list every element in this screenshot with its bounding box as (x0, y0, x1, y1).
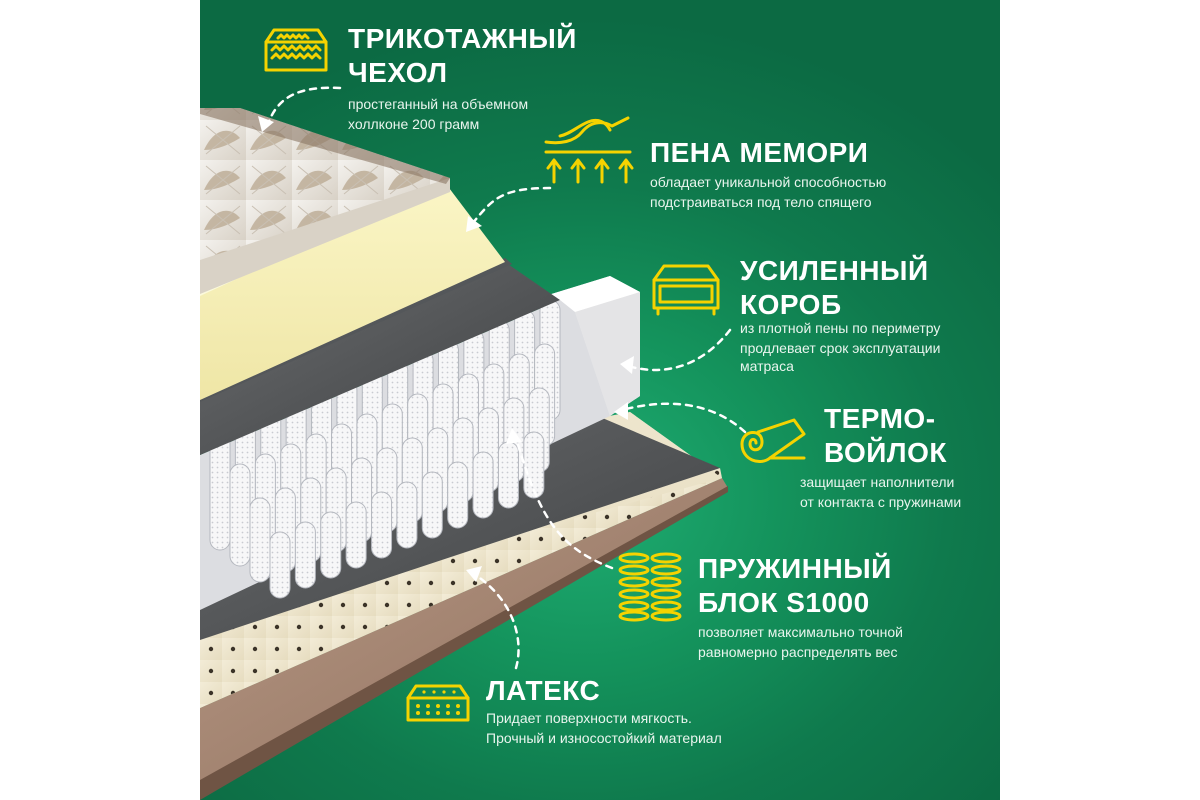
pocket-spring (294, 521, 316, 589)
spring-block-icon (618, 552, 682, 622)
memory-desc-line1: обладает уникальной способностью (650, 174, 887, 190)
cover-desc-line2: холлконе 200 грамм (348, 116, 480, 132)
latex-desc-line2: Прочный и износостойкий материал (486, 730, 722, 746)
cover-title-line2: ЧЕХОЛ (348, 57, 448, 88)
pocket-spring (345, 501, 367, 569)
pocket-spring (320, 511, 342, 579)
pocket-spring (472, 451, 494, 519)
pocket-spring (371, 491, 393, 559)
springs-desc-line1: позволяет максимально точной (698, 624, 903, 640)
pocket-spring (497, 441, 519, 509)
knit-cover-icon (264, 28, 328, 72)
pocket-spring (523, 431, 545, 499)
frame-title-line2: КОРОБ (740, 289, 842, 320)
pocket-spring (421, 471, 443, 539)
pocket-spring (447, 461, 469, 529)
latex-icon (406, 684, 470, 722)
cover-title-line1: ТРИКОТАЖНЫЙ (348, 23, 577, 54)
latex-desc-line1: Придает поверхности мягкость. (486, 710, 692, 726)
pocket-spring (229, 463, 251, 567)
frame-desc-line1: из плотной пены по периметру (740, 320, 941, 336)
mattress-cross-section (200, 86, 747, 800)
springs-title-line2: БЛОК S1000 (698, 587, 870, 618)
frame-desc-line2: продлевает срок эксплуатации (740, 340, 941, 356)
reinforced-frame-icon (652, 264, 720, 316)
felt-title-line1: ТЕРМО- (824, 403, 936, 434)
frame-title-line1: УСИЛЕННЫЙ (740, 255, 929, 286)
memory-title: ПЕНА МЕМОРИ (650, 137, 869, 168)
frame-desc-line3: матраса (740, 358, 794, 374)
latex-title: ЛАТЕКС (486, 675, 601, 706)
felt-roll-icon (740, 418, 806, 463)
felt-title-line2: ВОЙЛОК (824, 437, 947, 468)
springs-title-line1: ПРУЖИННЫЙ (698, 553, 892, 584)
felt-desc-line2: от контакта с пружинами (800, 494, 962, 510)
felt-desc-line1: защищает наполнители (800, 474, 955, 490)
pocket-spring (396, 481, 418, 549)
memory-desc-line2: подстраиваться под тело спящего (650, 194, 872, 210)
pocket-spring (269, 531, 291, 599)
memory-foam-icon (544, 116, 634, 184)
pocket-spring (249, 497, 271, 583)
springs-desc-line2: равномерно распределять вес (698, 644, 898, 660)
infographic-panel: ТРИКОТАЖНЫЙ ЧЕХОЛ простеганный на объемн… (200, 0, 1000, 800)
cover-desc-line1: простеганный на объемном (348, 96, 529, 112)
